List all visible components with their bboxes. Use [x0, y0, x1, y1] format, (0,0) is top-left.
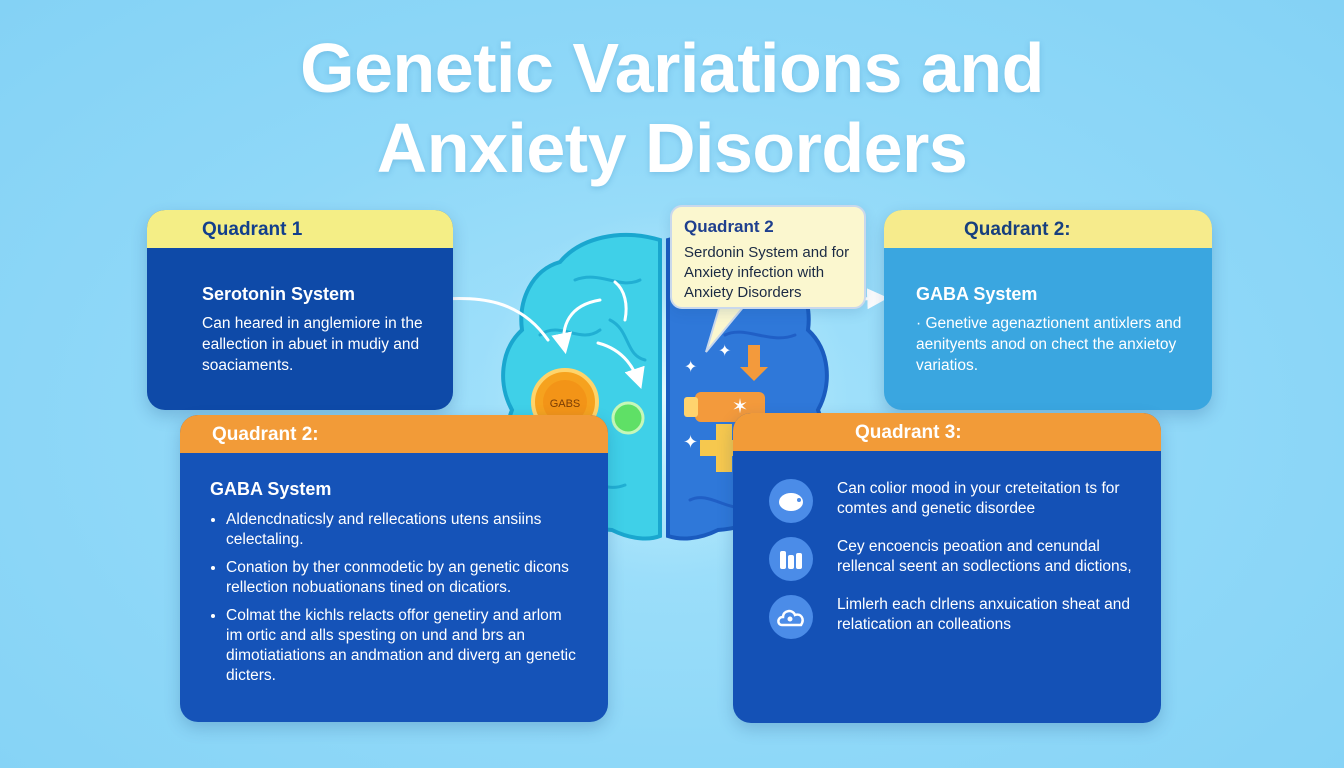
brain-left-label: GABS: [550, 398, 581, 410]
card-quadrant-2-bottom-heading: GABA System: [210, 479, 332, 499]
svg-text:✦: ✦: [683, 432, 698, 453]
card-quadrant-1-text: Can heared in anglemiore in the eallecti…: [202, 315, 423, 374]
title-line-1: Genetic Variations and: [300, 29, 1044, 107]
svg-text:✦: ✦: [684, 357, 697, 376]
card-quadrant-3: Quadrant 3: Can colior mood in your cret…: [733, 413, 1161, 723]
arrow-internal-1: [551, 298, 602, 355]
card-quadrant-2-top-heading: GABA System: [916, 284, 1038, 304]
bubble-text: Serdonin System and for Anxiety infectio…: [684, 244, 850, 301]
bottles-icon: [769, 537, 813, 581]
card-quadrant-2-bottom-list: Aldencdnaticsly and rellecations utens a…: [210, 510, 582, 686]
list-item: Aldencdnaticsly and rellecations utens a…: [226, 510, 582, 550]
card-quadrant-2-top-text: · Genetive agenaztionent antixlers and a…: [916, 315, 1182, 374]
list-item: Colmat the kichls relacts offor genetiry…: [226, 606, 582, 686]
pig-icon: [769, 479, 813, 523]
list-item-text: Cey encoencis peoation and cenundal rell…: [837, 538, 1132, 575]
arrow-internal-2: [596, 341, 645, 389]
svg-text:✦: ✦: [718, 341, 731, 360]
card-quadrant-2-top: Quadrant 2: GABA System · Genetive agena…: [884, 210, 1212, 410]
card-quadrant-2-bottom: Quadrant 2: GABA System Aldencdnaticsly …: [180, 415, 608, 722]
card-quadrant-1: Quadrant 1 Serotonin System Can heared i…: [147, 210, 453, 410]
bubble-title: Quadrant 2: [684, 217, 774, 236]
list-item-text: Can colior mood in your creteitation ts …: [837, 480, 1120, 517]
down-arrow-icon: [740, 345, 768, 381]
list-item: Limlerh each clrlens anxuication sheat a…: [769, 595, 1141, 639]
cloud-molecule-icon: [769, 595, 813, 639]
list-item: Cey encoencis peoation and cenundal rell…: [769, 537, 1141, 581]
card-quadrant-1-header: Quadrant 1: [147, 210, 453, 248]
list-item: Conation by ther conmodetic by an geneti…: [226, 558, 582, 598]
arrow-top-curl: [613, 280, 628, 322]
card-quadrant-1-heading: Serotonin System: [202, 284, 356, 304]
bubble-tail: [705, 304, 748, 353]
card-quadrant-2-top-header: Quadrant 2:: [884, 210, 1212, 248]
card-quadrant-2-bottom-header: Quadrant 2:: [180, 415, 608, 453]
list-item: Can colior mood in your creteitation ts …: [769, 479, 1141, 523]
speech-bubble: Quadrant 2 Serdonin System and for Anxie…: [670, 205, 866, 309]
molecule-icon: [611, 401, 645, 435]
list-item-text: Limlerh each clrlens anxuication sheat a…: [837, 596, 1130, 633]
title-line-2: Anxiety Disorders: [376, 109, 968, 187]
page-title: Genetic Variations and Anxiety Disorders: [0, 28, 1344, 188]
card-quadrant-3-header: Quadrant 3:: [733, 413, 1161, 451]
